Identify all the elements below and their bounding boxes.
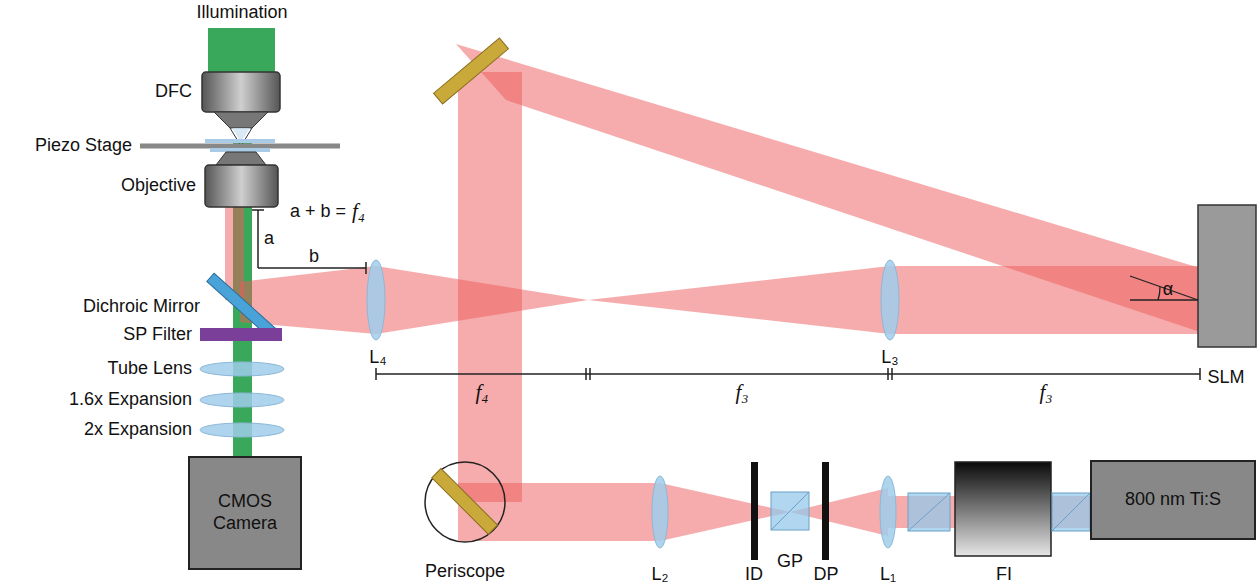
lens-label: 1.6x Expansion — [69, 390, 192, 410]
iris-label: ID — [745, 565, 763, 585]
dimension-label: b — [309, 247, 319, 267]
focal-length-label: f₃ — [1039, 381, 1052, 404]
condenser-label: DFC — [155, 82, 192, 102]
slm-label: SLM — [1207, 368, 1244, 388]
box-text: 800 nm Ti:S — [1125, 489, 1221, 511]
mirror-label: Dichroic Mirror — [83, 297, 200, 317]
box-text: CMOS Camera — [190, 491, 300, 534]
focal-length-label: f₄ — [352, 200, 365, 223]
polarizer-label: GP — [777, 552, 803, 572]
lens-label: 2x Expansion — [84, 420, 192, 440]
stage-label: Piezo Stage — [35, 136, 132, 156]
lens-label: L₄ — [369, 348, 386, 368]
camera-box: CMOS Camera — [188, 456, 302, 570]
lens-label: L₂ — [652, 565, 669, 585]
objective-label: Objective — [121, 176, 196, 196]
dimension-label: a — [264, 229, 274, 249]
lens-label: L₁ — [880, 565, 896, 585]
light-source-label: Illumination — [196, 3, 287, 23]
lens-label: Tube Lens — [108, 359, 192, 379]
lens-label: L₃ — [881, 348, 898, 368]
polarizer-label: DP — [813, 565, 838, 585]
periscope-label: Periscope — [425, 562, 505, 582]
laser-box: 800 nm Ti:S — [1090, 460, 1256, 540]
focal-relation-label: a + b = — [290, 202, 346, 222]
angle-label: α — [1163, 280, 1173, 300]
filter-label: SP Filter — [123, 325, 192, 345]
focal-length-label: f₄ — [475, 381, 488, 404]
focal-length-label: f₃ — [735, 381, 748, 404]
isolator-label: FI — [996, 565, 1012, 585]
